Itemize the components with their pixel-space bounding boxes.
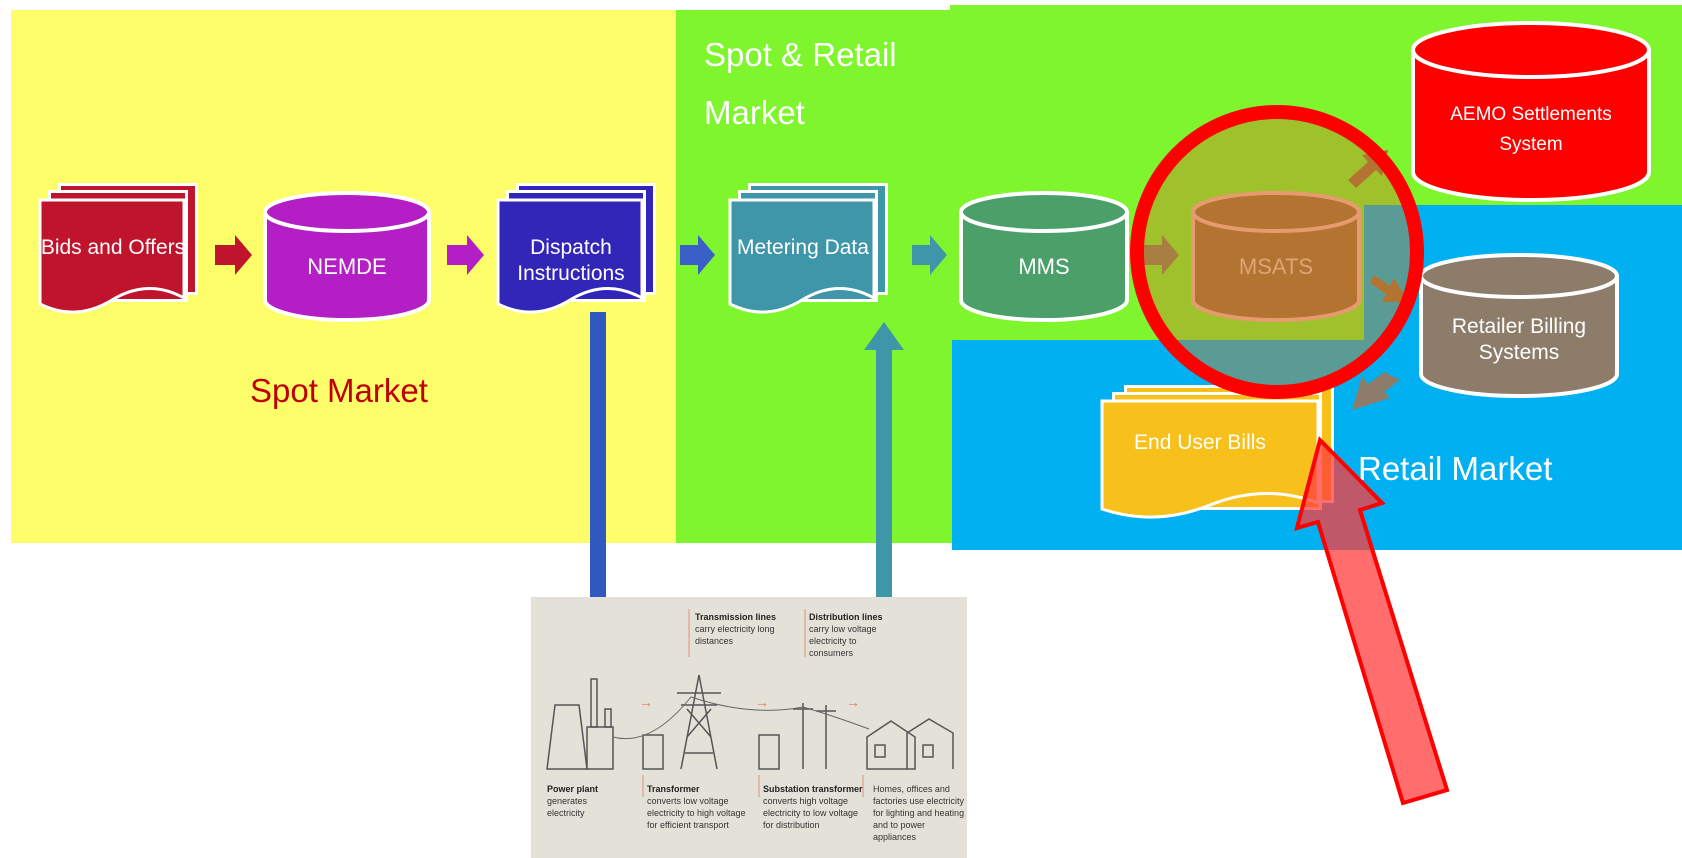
house-icon [866,718,954,770]
power-plant-caption: Power plant generates electricity [547,784,599,818]
end-user-bills-node: End User Bills [1100,385,1340,525]
arrow-grid-up-head [864,322,904,350]
mms-node: MMS [958,190,1130,325]
homes-caption: Homes, offices and factories use electri… [873,784,965,842]
dispatch-instructions-label: Dispatch Instructions [517,236,625,285]
highlight-pointer-arrow [1294,436,1450,806]
transformer-caption: Transformer converts low voltage electri… [647,784,746,830]
spot-retail-market-label: Spot & Retail Market [704,36,897,131]
aemo-settlements-node: AEMO Settlements System [1410,20,1652,205]
svg-text:→: → [755,694,769,710]
transmission-tower-icon [677,674,721,770]
transmission-caption: Transmission lines carry electricity lon… [695,612,777,646]
msats-label: MSATS [1190,254,1362,280]
distribution-pole-icon [793,703,836,769]
arrow-nemde-to-dispatch [447,235,484,275]
bids-offers-label: Bids and Offers [40,236,186,259]
aemo-settlements-label: AEMO Settlements System [1450,104,1612,155]
metering-data-label: Metering Data [737,236,869,259]
arrow-retailer-to-bills [1352,372,1400,410]
grid-drawing: → → → [546,609,954,797]
retailer-billing-node: Retailer Billing Systems [1418,252,1620,400]
end-user-bills-label: End User Bills [1134,431,1266,454]
grid-illustration: → → → Transmission lines carry electrici… [531,597,967,858]
transformer-icon [642,734,664,770]
msats-node: MSATS [1190,190,1362,325]
arrow-dispatch-to-metering [680,235,715,275]
dispatch-instructions-node: Dispatch Instructions [496,183,660,318]
retail-market-label: Retail Market [1358,450,1553,487]
metering-data-node: Metering Data [728,183,892,318]
highlight-circle [1130,105,1424,399]
mms-label: MMS [1018,254,1070,279]
svg-text:→: → [846,694,860,710]
nemde-node: NEMDE [262,190,432,325]
bids-offers-node: Bids and Offers [38,183,202,318]
arrow-metering-to-mms [912,235,947,275]
arrow-mms-to-msats [1142,235,1179,275]
arrow-dispatch-down-shaft [590,312,606,630]
distribution-caption: Distribution lines carry low voltage ele… [809,612,883,658]
arrow-bids-to-nemde [215,235,252,275]
nemde-label: NEMDE [307,254,387,279]
power-plant-icon [546,678,614,770]
arrow-grid-up-shaft [876,350,892,660]
spot-market-label: Spot Market [250,372,428,409]
arrow-msats-to-retailer [1370,275,1408,302]
substation-icon [758,734,780,770]
substation-caption: Substation transformer converts high vol… [763,784,863,830]
retailer-billing-label: Retailer Billing Systems [1451,315,1587,364]
svg-text:→: → [639,694,653,710]
